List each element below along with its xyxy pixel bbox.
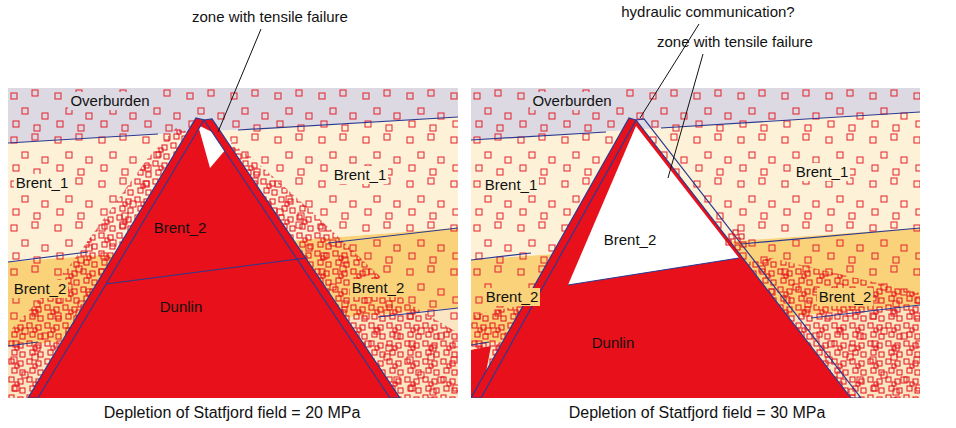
layer-label: Brent_1 (14, 174, 71, 192)
caption: Depletion of Statfjord field = 20 MPa (102, 404, 363, 422)
layer-label: Dunlin (158, 298, 205, 316)
fault-zone (471, 118, 636, 398)
layer-label: Brent_2 (817, 288, 874, 306)
layer-label: Brent_2 (152, 219, 209, 237)
horizon-line (741, 228, 920, 244)
horizon-line (328, 228, 458, 243)
horizon-line (471, 253, 531, 260)
layer-label: Brent_2 (12, 280, 69, 298)
annotation-label: hydraulic communication? (619, 3, 796, 21)
failure-points (8, 88, 458, 398)
layer-label: Brent_1 (332, 166, 389, 184)
model-panel (8, 88, 458, 398)
layer-label: Brent_2 (484, 288, 541, 306)
layer-label: Brent_1 (794, 163, 851, 181)
layer-label: Dunlin (590, 334, 637, 352)
tensile-zone (568, 126, 739, 285)
horizon-line (106, 258, 306, 284)
annotation-label: zone with tensile failure (655, 33, 815, 51)
fault-block (38, 120, 390, 398)
horizon-line (471, 342, 489, 345)
annotation-label: zone with tensile failure (190, 8, 350, 26)
layer-label: Brent_2 (602, 231, 659, 249)
horizon-line (238, 117, 458, 130)
fault-block (481, 120, 851, 398)
leader-line (668, 54, 703, 178)
horizon-line (8, 252, 88, 262)
horizon-line (8, 134, 158, 143)
layer-label: Brent_1 (483, 176, 540, 194)
model-panel (471, 88, 920, 398)
fault-zone (636, 119, 861, 398)
failure-points (471, 88, 920, 398)
caption: Depletion of Statfjord field = 30 MPa (567, 404, 828, 422)
horizon-line (471, 132, 606, 140)
fault-zone (28, 118, 204, 398)
leader-line (218, 29, 261, 132)
horizon-line (811, 305, 920, 318)
horizon-line (661, 112, 920, 128)
horizon-line (378, 308, 458, 317)
layer-label: Overburden (530, 92, 613, 110)
layer-label: Overburden (68, 92, 151, 110)
failure-cluster (726, 230, 746, 250)
layer-label: Brent_2 (350, 279, 407, 297)
horizon-line (8, 342, 38, 346)
horizon-line (568, 258, 739, 285)
